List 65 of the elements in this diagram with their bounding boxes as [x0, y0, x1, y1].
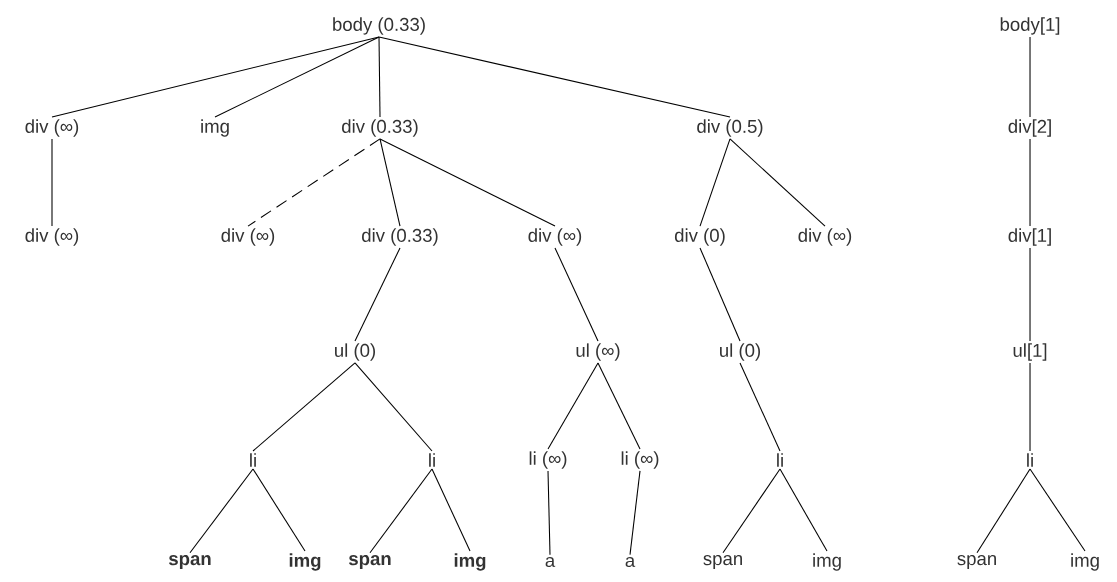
tree-edge [976, 468, 1031, 554]
tree-edge [597, 362, 641, 450]
tree-node-label: ul (∞) [576, 343, 620, 361]
tree-node-label: div (∞) [221, 228, 275, 246]
tree-edge [729, 138, 826, 227]
tree-node-label: body (0.33) [333, 17, 425, 35]
tree-node-label: img [454, 553, 486, 571]
tree-edge [189, 468, 254, 554]
tree-edge [431, 468, 471, 552]
tree-node-label: img [813, 553, 841, 571]
tree-node-label: li (∞) [529, 451, 567, 469]
tree-edge [547, 362, 599, 450]
tree-edge [1029, 362, 1031, 452]
tree-edge [699, 247, 741, 342]
tree-node-label: a [625, 556, 636, 568]
tree-edge [739, 362, 781, 452]
tree-node-label: ul (0) [335, 343, 375, 361]
tree-edge [247, 138, 381, 227]
tree-node-label: span [957, 555, 996, 569]
tree-edge [378, 36, 731, 118]
tree-edge [252, 468, 306, 552]
tree-edge [354, 247, 401, 342]
tree-node-label: div[2] [1008, 119, 1051, 137]
tree-edge [779, 468, 828, 552]
tree-edge [379, 138, 556, 227]
tree-edge [354, 362, 433, 452]
tree-node-label: div (0.33) [342, 119, 418, 137]
tree-node-label: div (0.33) [362, 228, 438, 246]
tree-node-label: div (∞) [798, 228, 852, 246]
tree-node-label: div (∞) [528, 228, 582, 246]
tree-edge [699, 138, 731, 227]
tree-node-label: ul[1] [1013, 343, 1047, 361]
tree-node-label: a [545, 556, 556, 568]
tree-node-label: body[1] [1000, 17, 1060, 35]
tree-node-label: div (∞) [25, 228, 79, 246]
tree-edge [554, 247, 599, 342]
tree-node-label: img [1071, 553, 1099, 571]
tree-edge [722, 468, 781, 554]
tree-node-label: span [348, 555, 391, 569]
tree-node-label: div (0) [674, 228, 725, 246]
tree-node-label: div (0.5) [697, 119, 763, 137]
tree-node-label: li [250, 453, 256, 467]
tree-node-label: span [703, 555, 742, 569]
tree-node-label: img [289, 553, 321, 571]
tree-edge [378, 36, 381, 118]
tree-node-label: div (∞) [25, 119, 79, 137]
tree-edge [547, 470, 551, 556]
tree-node-label: li (∞) [621, 451, 659, 469]
tree-node-label: li [1027, 453, 1033, 467]
tree-node-label: li [429, 453, 435, 467]
tree-edge [1029, 36, 1031, 118]
tree-edge [369, 468, 433, 554]
tree-edge [379, 138, 401, 227]
tree-edge [1029, 138, 1031, 227]
tree-node-label: li [777, 453, 783, 467]
tree-edge [1029, 247, 1031, 342]
tree-edge [1029, 468, 1086, 552]
tree-edge [629, 470, 641, 556]
tree-edge [214, 36, 380, 118]
tree-node-label: span [168, 555, 211, 569]
tree-node-label: ul (0) [720, 343, 760, 361]
tree-node-label: div[1] [1008, 228, 1051, 246]
tree-node-label: img [201, 119, 229, 137]
tree-edge [252, 362, 356, 452]
tree-edge [51, 138, 53, 227]
